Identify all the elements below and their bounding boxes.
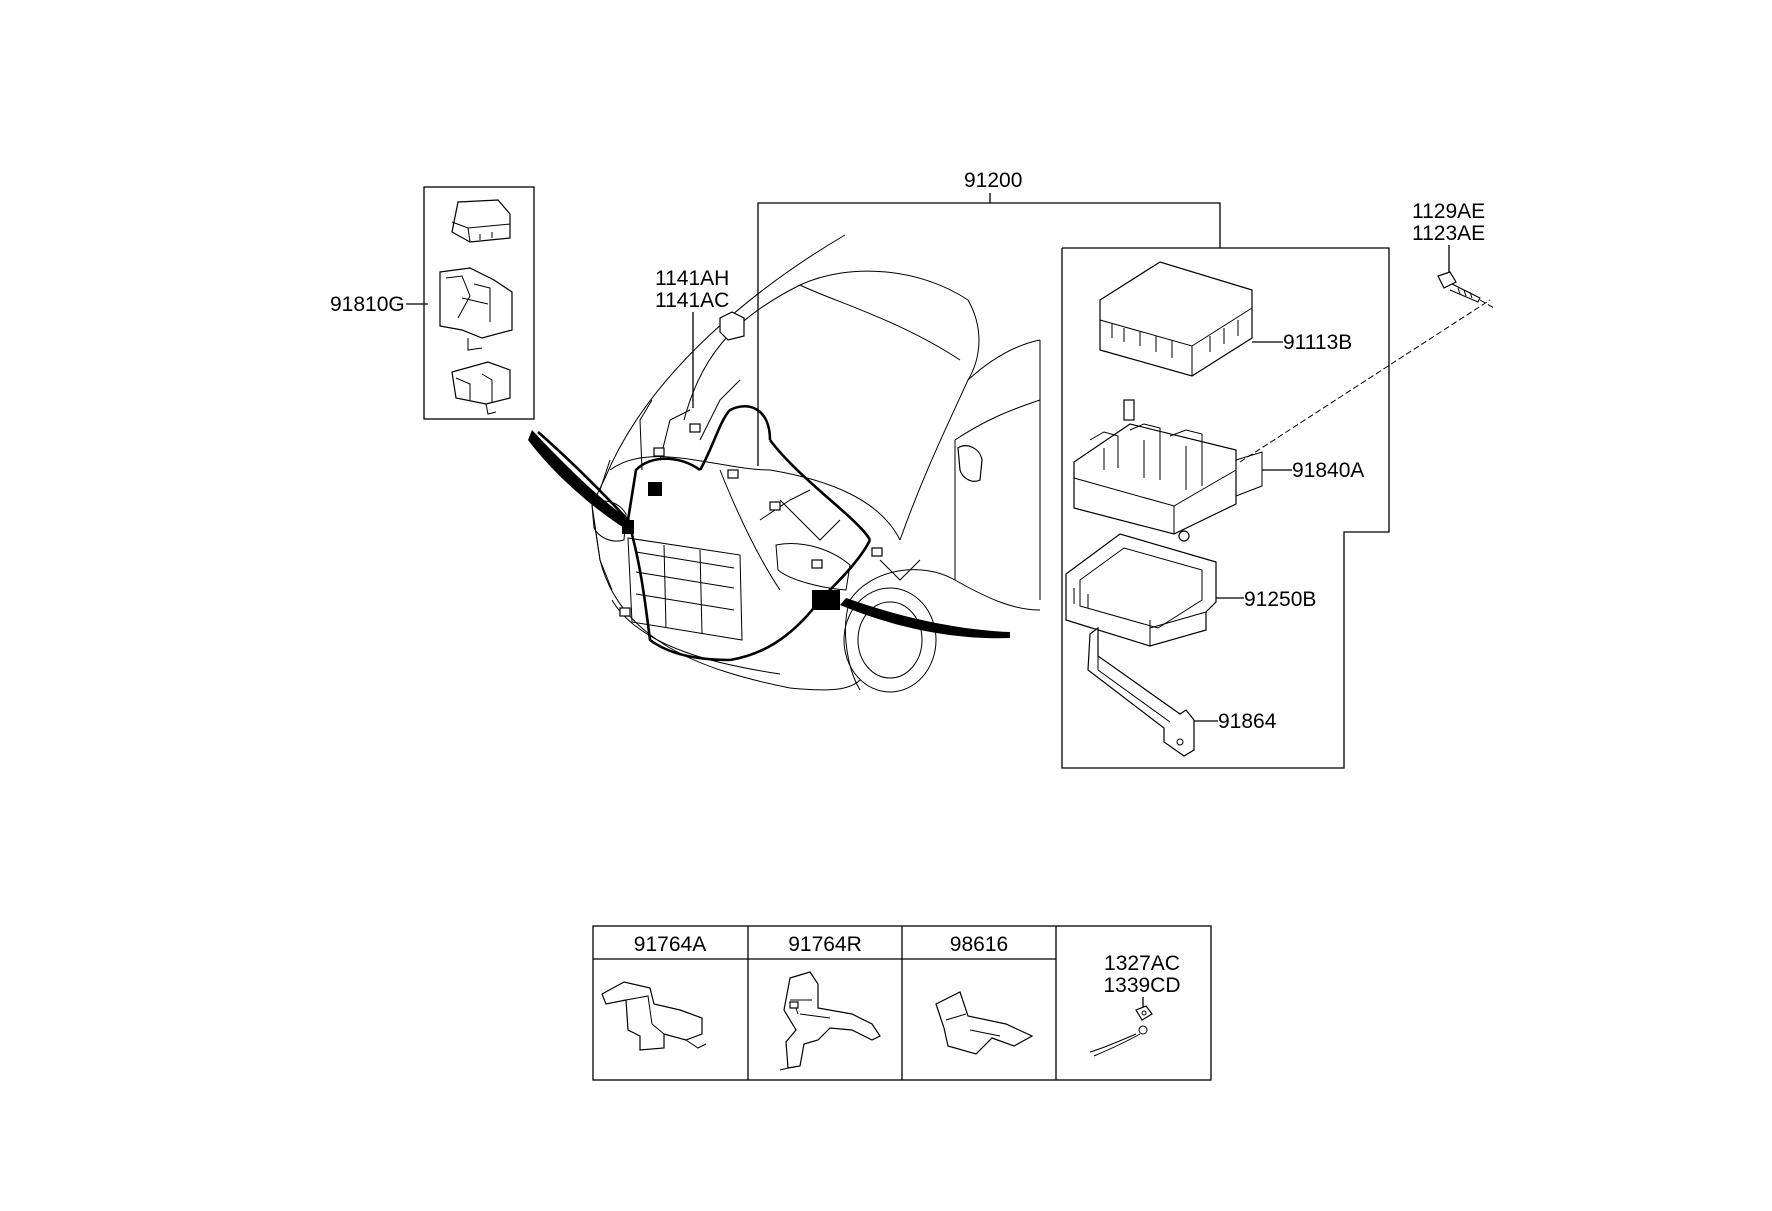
relay-box-group: 91810G [330,186,535,420]
table-header-1[interactable]: 91764A [634,933,706,956]
label-91810g[interactable]: 91810G [330,293,405,316]
label-91250b[interactable]: 91250B [1244,588,1316,611]
screw-group: 1129AE 1123AE [1412,200,1495,309]
junction-box-frame [1061,247,1390,769]
part-91764r[interactable] [779,971,881,1071]
junction-box-group: 91113B 91840A 91250B [1061,247,1491,769]
part-1339cd-wire[interactable] [1089,1025,1148,1057]
part-98616[interactable] [935,991,1034,1055]
harness-callout: 91200 [757,169,1221,466]
label-91840a[interactable]: 91840A [1292,459,1364,482]
label-1141ah[interactable]: 1141AH [655,267,729,290]
harness-wiring[interactable] [528,379,1010,662]
label-1141ac[interactable]: 1141AC [655,289,729,312]
lower-cover-part[interactable] [1065,533,1217,647]
table-header-3[interactable]: 98616 [950,933,1008,956]
label-91864[interactable]: 91864 [1218,710,1277,733]
label-91113b[interactable]: 91113B [1283,331,1352,354]
relay-holder-part[interactable] [439,267,513,351]
part-91764a[interactable] [601,981,707,1051]
parts-table: 91764A 91764R 98616 1327AC 1339CD [592,925,1212,1081]
label-1123ae[interactable]: 1123AE [1412,222,1485,245]
part-1327ac-nut[interactable] [1135,1005,1153,1021]
relay-cover-part[interactable] [451,199,511,243]
table-header-2[interactable]: 91764R [788,933,862,956]
junction-block-part[interactable] [1073,399,1263,542]
cover-part[interactable] [1099,261,1253,377]
relay-base-part[interactable] [451,361,511,415]
table-cell4-line1[interactable]: 1327AC [1104,952,1180,975]
table-cell4-line2[interactable]: 1339CD [1103,974,1180,997]
label-91200[interactable]: 91200 [964,169,1022,192]
label-1129ae[interactable]: 1129AE [1412,200,1485,223]
bolt-callout: 1141AH 1141AC [655,267,729,408]
bracket-part[interactable] [1087,626,1195,757]
screw-part[interactable] [1437,271,1481,303]
relay-box-frame [423,186,535,420]
